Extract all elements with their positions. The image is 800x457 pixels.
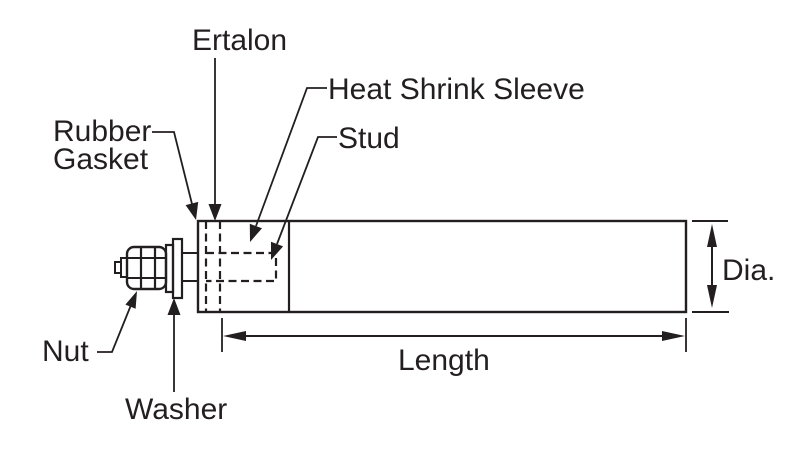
dia-label: Dia. <box>722 254 776 287</box>
stud-hidden-outline <box>206 251 278 283</box>
nut-shape <box>125 245 168 291</box>
ertalon-label: Ertalon <box>192 24 288 57</box>
cylinder-body-outline <box>196 219 688 314</box>
length-arrowhead-left <box>223 331 246 341</box>
stud-tip-shape <box>114 261 122 274</box>
washer-flange-shape <box>171 237 184 300</box>
dia-arrowhead-bottom <box>707 285 717 308</box>
length-label: Length <box>398 344 490 377</box>
rubber-gasket-label-line1: Rubber <box>53 115 152 148</box>
nut-leader-line <box>97 304 132 353</box>
rubber-gasket-label-line2: Gasket <box>53 143 149 176</box>
dia-arrowhead-top <box>707 224 717 247</box>
leader-lines-group <box>97 58 337 392</box>
nut-label: Nut <box>42 335 89 368</box>
heat-shrink-sleeve-arrowhead <box>249 223 262 242</box>
length-dimension-group <box>221 318 687 352</box>
rubber-gasket-label: Rubber Gasket <box>53 115 152 176</box>
rubber-gasket-arrowhead <box>185 201 199 220</box>
rubber-gasket-leader-line <box>152 131 194 207</box>
stud-leader-line <box>276 136 337 245</box>
washer-arrowhead <box>167 298 181 315</box>
heat-shrink-sleeve-label: Heat Shrink Sleeve <box>328 73 585 106</box>
roller-body-group <box>196 219 688 314</box>
length-arrowhead-right <box>662 331 685 341</box>
heat-shrink-sleeve-leader-line <box>255 87 327 227</box>
washer-label: Washer <box>125 393 228 426</box>
ertalon-arrowhead <box>208 204 222 221</box>
fastener-assembly-group <box>114 237 198 300</box>
dia-dimension-group <box>692 220 729 313</box>
stud-arrowhead <box>271 241 284 260</box>
stud-label: Stud <box>338 122 400 155</box>
nut-arrowhead <box>125 291 137 309</box>
